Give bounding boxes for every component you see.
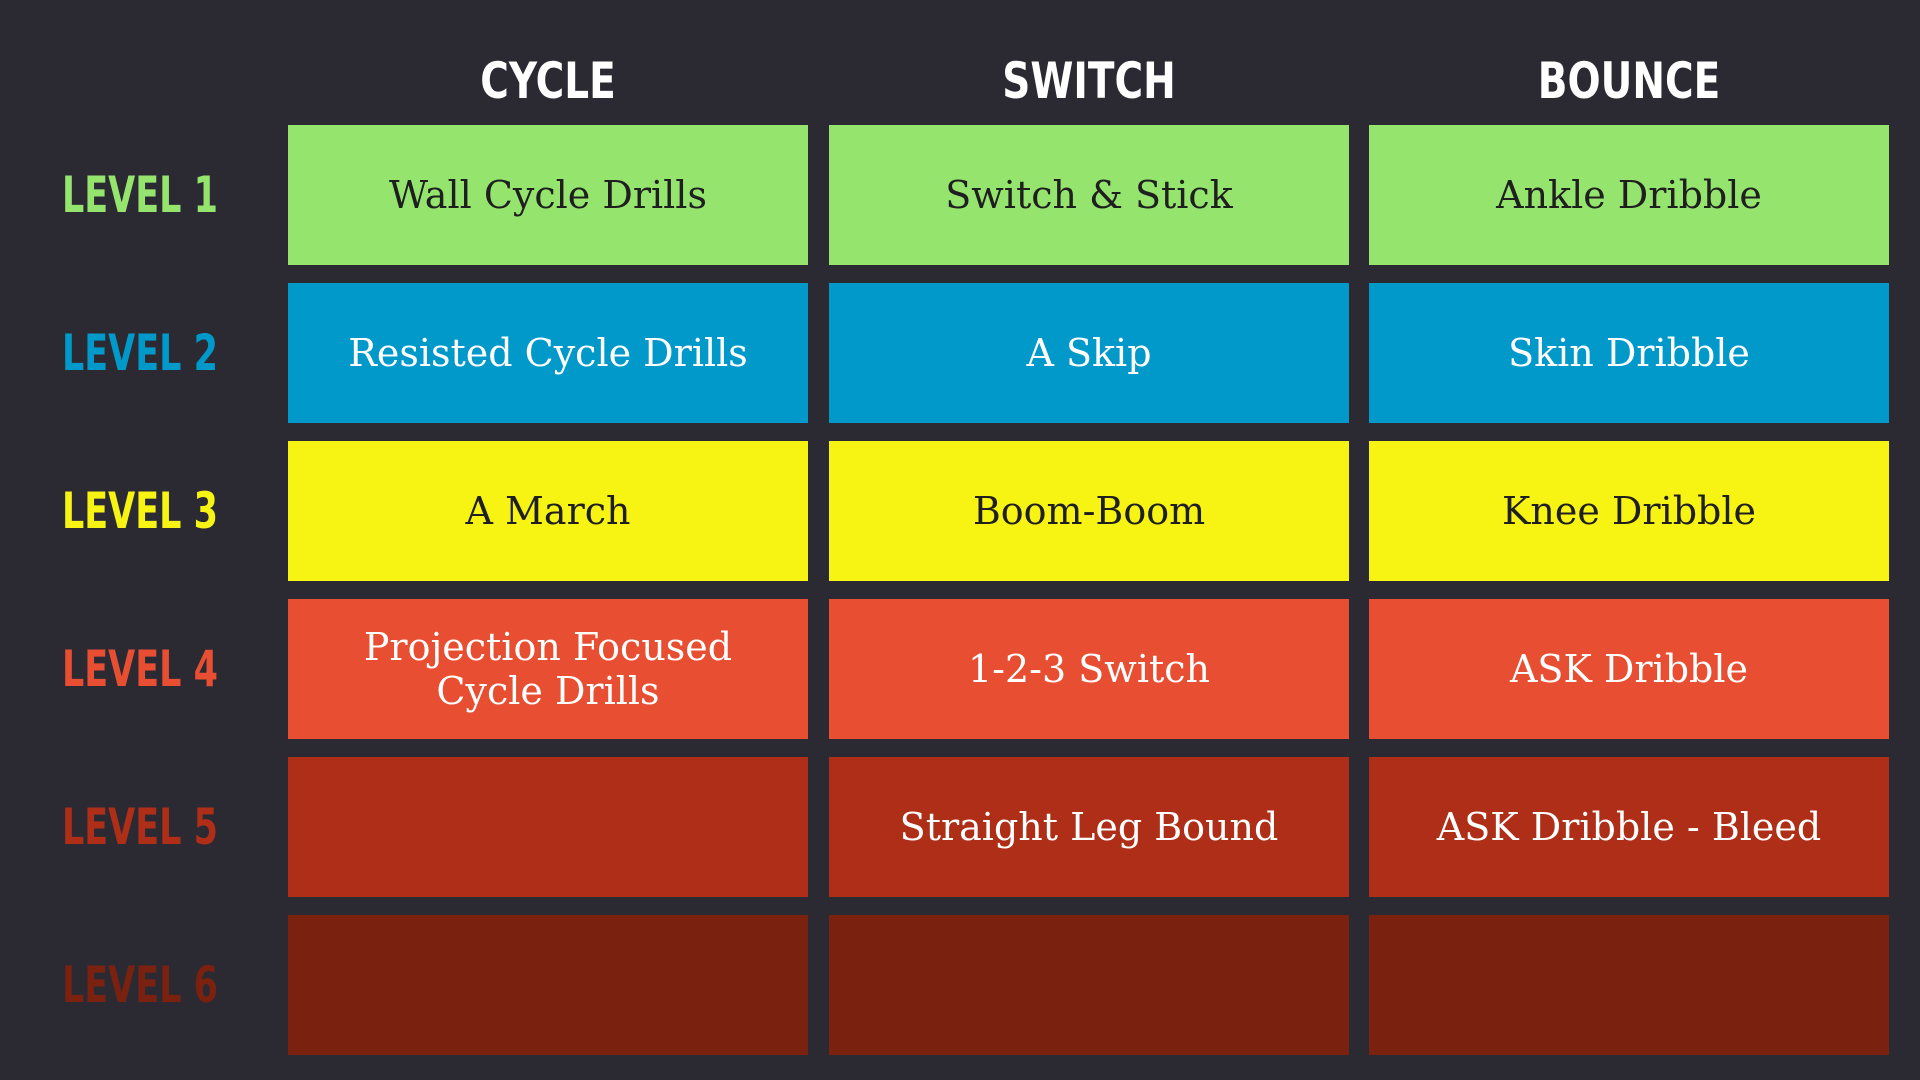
level-label-1: LEVEL 1: [61, 166, 219, 224]
level-label-6: LEVEL 6: [61, 956, 219, 1014]
drill-cell-level5-col1: [288, 757, 808, 897]
drill-cell-level5-col2: Straight Leg Bound: [829, 757, 1349, 897]
drill-cell-level1-col1: Wall Cycle Drills: [288, 125, 808, 265]
column-header-2: BOUNCE: [1537, 52, 1721, 110]
drill-cell-text: Straight Leg Bound: [899, 805, 1279, 849]
drill-cell-level6-col2: [829, 915, 1349, 1055]
level-label-2: LEVEL 2: [61, 324, 219, 382]
drill-cell-text: ASK Dribble - Bleed: [1436, 805, 1822, 849]
drill-cell-level1-col3: Ankle Dribble: [1369, 125, 1889, 265]
drill-cell-text: A Skip: [1026, 331, 1152, 375]
drill-cell-text: Skin Dribble: [1508, 331, 1750, 375]
drill-cell-level5-col3: ASK Dribble - Bleed: [1369, 757, 1889, 897]
drill-cell-text: A March: [465, 489, 631, 533]
drill-cell-level6-col3: [1369, 915, 1889, 1055]
drill-cell-level3-col2: Boom-Boom: [829, 441, 1349, 581]
drill-cell-text: 1-2-3 Switch: [967, 647, 1211, 691]
drill-cell-text: Resisted Cycle Drills: [348, 331, 748, 375]
drill-cell-level2-col3: Skin Dribble: [1369, 283, 1889, 423]
drill-cell-text: Ankle Dribble: [1496, 173, 1762, 217]
drill-cell-level2-col1: Resisted Cycle Drills: [288, 283, 808, 423]
drill-cell-text: Switch & Stick: [945, 173, 1233, 217]
drill-cell-text: Boom-Boom: [972, 489, 1206, 533]
drill-cell-level6-col1: [288, 915, 808, 1055]
drill-cell-level3-col1: A March: [288, 441, 808, 581]
level-label-4: LEVEL 4: [61, 640, 219, 698]
level-label-5: LEVEL 5: [61, 798, 219, 856]
drill-cell-text: Knee Dribble: [1502, 489, 1756, 533]
drill-cell-level4-col3: ASK Dribble: [1369, 599, 1889, 739]
column-header-0: CYCLE: [480, 52, 616, 110]
drill-cell-text: ASK Dribble: [1509, 647, 1749, 691]
drill-cell-text: Wall Cycle Drills: [389, 173, 707, 217]
column-header-1: SWITCH: [1002, 52, 1176, 110]
drill-cell-level2-col2: A Skip: [829, 283, 1349, 423]
level-label-3: LEVEL 3: [61, 482, 219, 540]
drill-cell-level1-col2: Switch & Stick: [829, 125, 1349, 265]
drill-cell-level4-col2: 1-2-3 Switch: [829, 599, 1349, 739]
drill-cell-level3-col3: Knee Dribble: [1369, 441, 1889, 581]
